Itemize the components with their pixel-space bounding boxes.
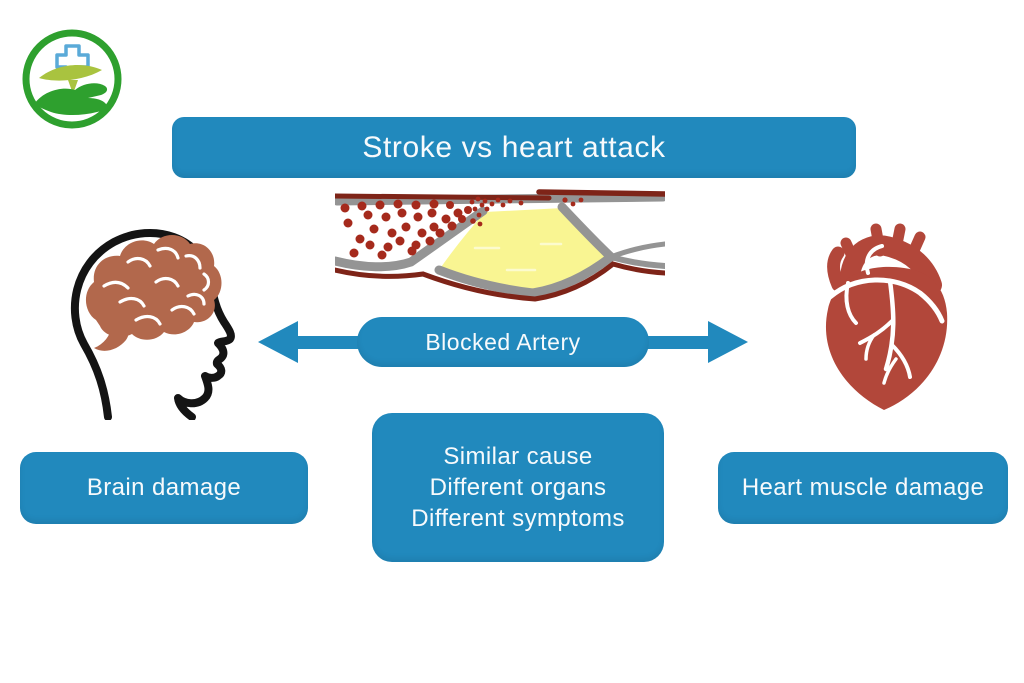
artery-outer-lining [335, 189, 665, 302]
brain-gyri-lines [102, 246, 211, 326]
brain-icon [85, 235, 222, 351]
heart-icon [825, 223, 948, 410]
leaf-drop-icon [68, 80, 78, 94]
comparison-line-3: Different symptoms [411, 505, 625, 532]
heart-muscle-damage-box: Heart muscle damage [718, 452, 1008, 524]
anatomical-heart-illustration [825, 223, 948, 410]
cupped-hand-icon [35, 83, 108, 115]
comparison-line-2: Different organs [429, 474, 607, 501]
arrow-left-shaft [295, 335, 360, 349]
brain-damage-box: Brain damage [20, 452, 308, 524]
heart-muscle-damage-label: Heart muscle damage [741, 474, 985, 501]
plaque-shape [439, 208, 611, 293]
arrow-right-head-icon [708, 321, 748, 363]
title-banner: Stroke vs heart attack [172, 117, 856, 178]
leaf-icon [39, 65, 102, 81]
blocked-artery-pill: Blocked Artery [357, 317, 649, 367]
human-head-with-brain-illustration [70, 229, 235, 420]
page-title: Stroke vs heart attack [362, 130, 666, 164]
comparison-line-1: Similar cause [443, 443, 593, 470]
comparison-box: Similar cause Different organs Different… [372, 413, 664, 562]
arrow-left-head-icon [258, 321, 298, 363]
arrow-right-shaft [646, 335, 711, 349]
hand-with-medical-cross-logo [22, 29, 122, 129]
blocked-artery-illustration [335, 189, 665, 302]
blood-cells [340, 196, 584, 260]
brain-damage-label: Brain damage [86, 474, 242, 501]
blocked-artery-label: Blocked Artery [425, 328, 581, 355]
heart-vessel-lines [827, 244, 945, 385]
blocked-artery-arrow: Blocked Artery [258, 316, 748, 368]
plaque-highlights [473, 242, 563, 272]
